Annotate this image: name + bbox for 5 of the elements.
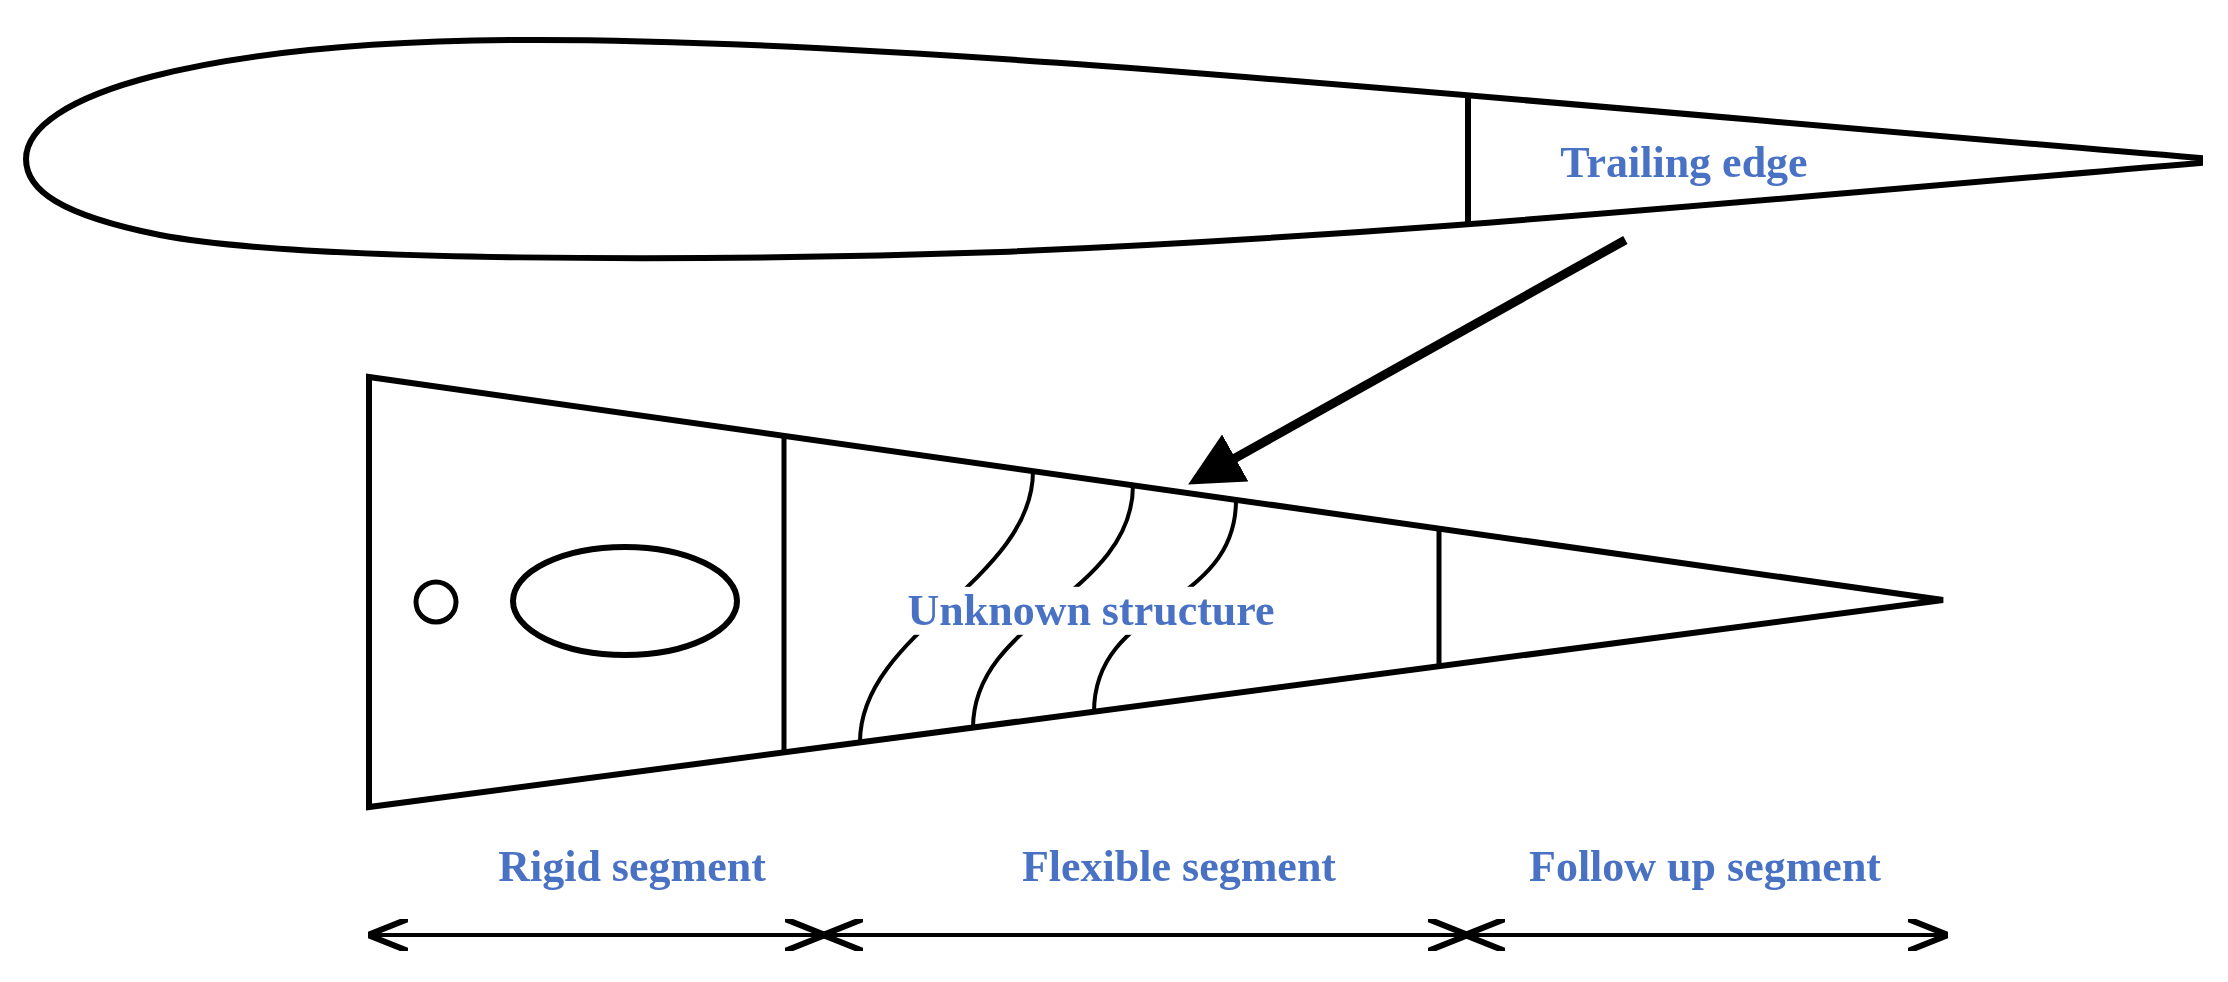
segment-label: Follow up segment — [1529, 842, 1881, 892]
node-label: Trailing edge — [1560, 138, 1808, 188]
segment-label: Rigid segment — [498, 842, 766, 892]
segment-label: Flexible segment — [1022, 842, 1336, 892]
arrow — [1188, 236, 1628, 485]
